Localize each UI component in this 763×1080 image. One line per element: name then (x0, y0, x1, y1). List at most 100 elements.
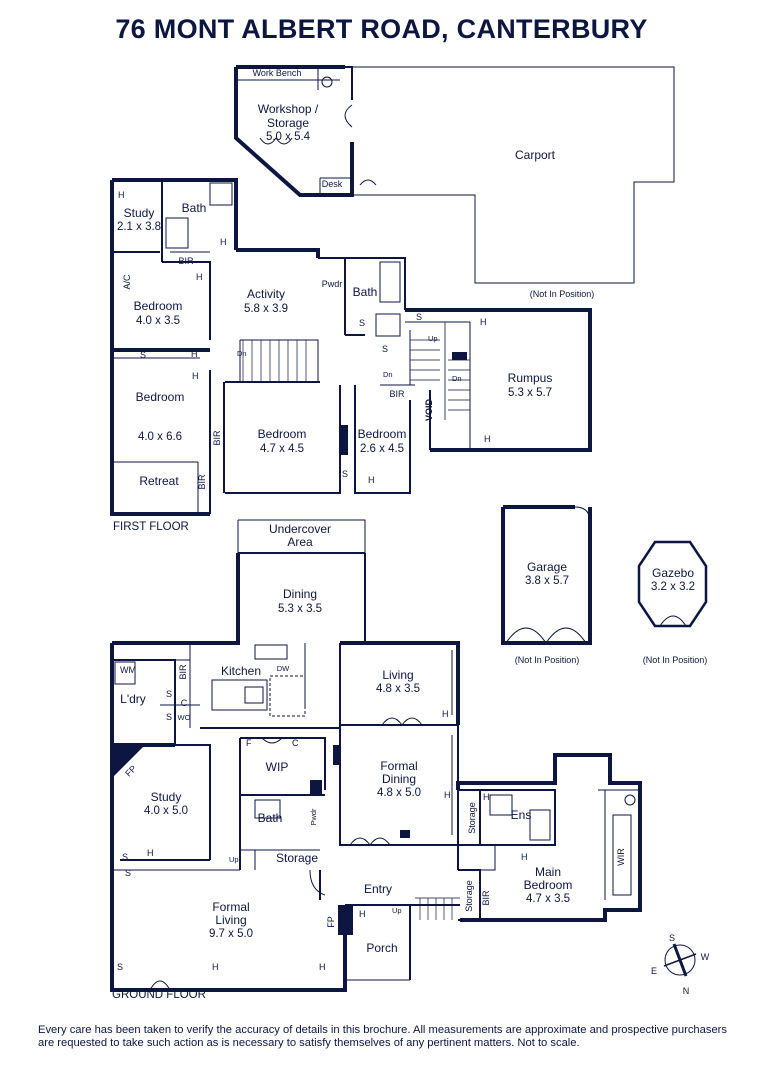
h-label-11: H (147, 848, 154, 858)
bedroom2-name: Bedroom (136, 390, 185, 404)
carport-label: Carport (515, 148, 556, 162)
formal-living-l2: Living (215, 913, 246, 927)
storage-gf-label: Storage (276, 851, 318, 865)
h-label-13: H (319, 962, 326, 972)
outbuilding-labels: Garage 3.8 x 5.7 (Not In Position) Gazeb… (515, 560, 708, 665)
undercover-l2: Area (287, 535, 313, 549)
bedroom4-name: Bedroom (358, 427, 407, 441)
up-label-3: Up (392, 906, 402, 915)
compass-rose (663, 943, 697, 977)
dining-dims: 5.3 x 3.5 (278, 603, 322, 615)
c-label-1: C (181, 698, 188, 708)
first-floor-labels: Work Bench Workshop / Storage 5.0 x 5.4 … (113, 68, 594, 533)
work-bench-label: Work Bench (253, 68, 302, 78)
undercover-l1: Undercover (269, 522, 331, 536)
workshop-name-2: Storage (267, 116, 309, 130)
bir-label-4: BIR (389, 389, 405, 399)
compass-w: W (701, 952, 710, 962)
h-label-3: H (220, 237, 227, 247)
dn-label-3: Dn (452, 374, 462, 383)
study-ff-name: Study (124, 206, 155, 220)
s-label-5: S (359, 318, 365, 328)
dining-name: Dining (283, 587, 317, 601)
porch-label: Porch (366, 941, 397, 955)
page-title: 76 MONT ALBERT ROAD, CANTERBURY (115, 14, 648, 44)
fp-label-1: FP (123, 763, 138, 778)
bedroom4-dims: 2.6 x 4.5 (360, 443, 404, 455)
h-label-15: H (483, 792, 490, 802)
bedroom1-dims: 4.0 x 3.5 (136, 315, 180, 327)
bir-label-5: BIR (178, 664, 188, 680)
fp-label-2: FP (326, 916, 336, 928)
compass-s: S (669, 933, 675, 943)
storage-label-3: Storage (464, 880, 474, 912)
ground-floor-label: GROUND FLOOR (112, 989, 206, 1001)
formal-living-dims: 9.7 x 5.0 (209, 928, 253, 940)
s-label-3: S (416, 312, 422, 322)
bedroom3-name: Bedroom (258, 427, 307, 441)
garage-name: Garage (527, 560, 567, 574)
carport-note: (Not In Position) (530, 289, 595, 299)
study-gf-dims: 4.0 x 5.0 (144, 805, 188, 817)
h-label-5: H (192, 371, 199, 381)
dn-label-2: Dn (383, 370, 393, 379)
f-label: F (246, 738, 252, 748)
main-bedroom-dims: 4.7 x 3.5 (526, 893, 570, 905)
wir-label: WIR (616, 848, 626, 866)
bir-label-3: BIR (197, 474, 207, 490)
h-label-10: H (444, 790, 451, 800)
main-bedroom-l2: Bedroom (524, 878, 573, 892)
ground-floor-labels: Undercover Area Dining 5.3 x 3.5 Kitchen… (112, 522, 626, 1001)
kitchen-label: Kitchen (221, 664, 261, 678)
ground-floor-walls (110, 519, 642, 992)
compass-labels: S W E N (651, 933, 710, 996)
wo-label: WO (178, 713, 191, 722)
formal-dining-dims: 4.8 x 5.0 (377, 787, 421, 799)
wm-label: WM (120, 665, 136, 675)
bath2-ff-label: Bath (353, 285, 378, 299)
carport-outline (352, 66, 675, 284)
gazebo-name: Gazebo (652, 566, 694, 580)
compass-n: N (683, 986, 690, 996)
storage-label-2: Storage (467, 802, 477, 834)
s-label-2: S (342, 469, 348, 479)
gazebo-dims: 3.2 x 3.2 (651, 581, 695, 593)
workshop-dims: 5.0 x 5.4 (266, 131, 311, 143)
disclaimer: Every care has been taken to verify the … (38, 1024, 728, 1049)
h-label-6: H (368, 475, 375, 485)
compass-e: E (651, 966, 657, 976)
s-label-1: S (140, 350, 146, 360)
ac-label: A/C (122, 274, 132, 290)
bir-label-1: BIR (178, 256, 194, 266)
s-label-7: S (166, 712, 172, 722)
h-label-7: H (480, 317, 487, 327)
study-ff-dims: 2.1 x 3.8 (117, 221, 161, 233)
bir-label-6: BIR (481, 890, 491, 906)
dn-label-1: Dn (237, 349, 247, 358)
garage-dims: 3.8 x 5.7 (525, 575, 569, 587)
garage-outline (501, 505, 592, 645)
up-label-1: Up (428, 334, 438, 343)
pwdr-ff-label: Pwdr (322, 279, 343, 289)
formal-dining-l2: Dining (382, 772, 416, 786)
entry-label: Entry (364, 882, 392, 896)
h-label-1: H (191, 349, 198, 359)
up-label-2: Up (229, 855, 239, 864)
bedroom2-dims: 4.0 x 6.6 (138, 431, 182, 443)
s-label-9: S (125, 868, 131, 878)
h-label-2: H (196, 272, 203, 282)
void-label: VOID (424, 399, 434, 422)
first-floor-walls (110, 178, 592, 516)
bath-gf-label: Bath (258, 811, 283, 825)
formal-living-l1: Formal (212, 900, 249, 914)
study-gf-name: Study (151, 790, 182, 804)
rumpus-dims: 5.3 x 5.7 (508, 387, 552, 399)
activity-name: Activity (247, 287, 285, 301)
h-label-12: H (212, 962, 219, 972)
bir-label-2: BIR (212, 430, 222, 446)
desk-label: Desk (322, 179, 343, 189)
h-label-9: H (442, 709, 449, 719)
formal-dining-l1: Formal (380, 759, 417, 773)
gazebo-note: (Not In Position) (643, 655, 708, 665)
